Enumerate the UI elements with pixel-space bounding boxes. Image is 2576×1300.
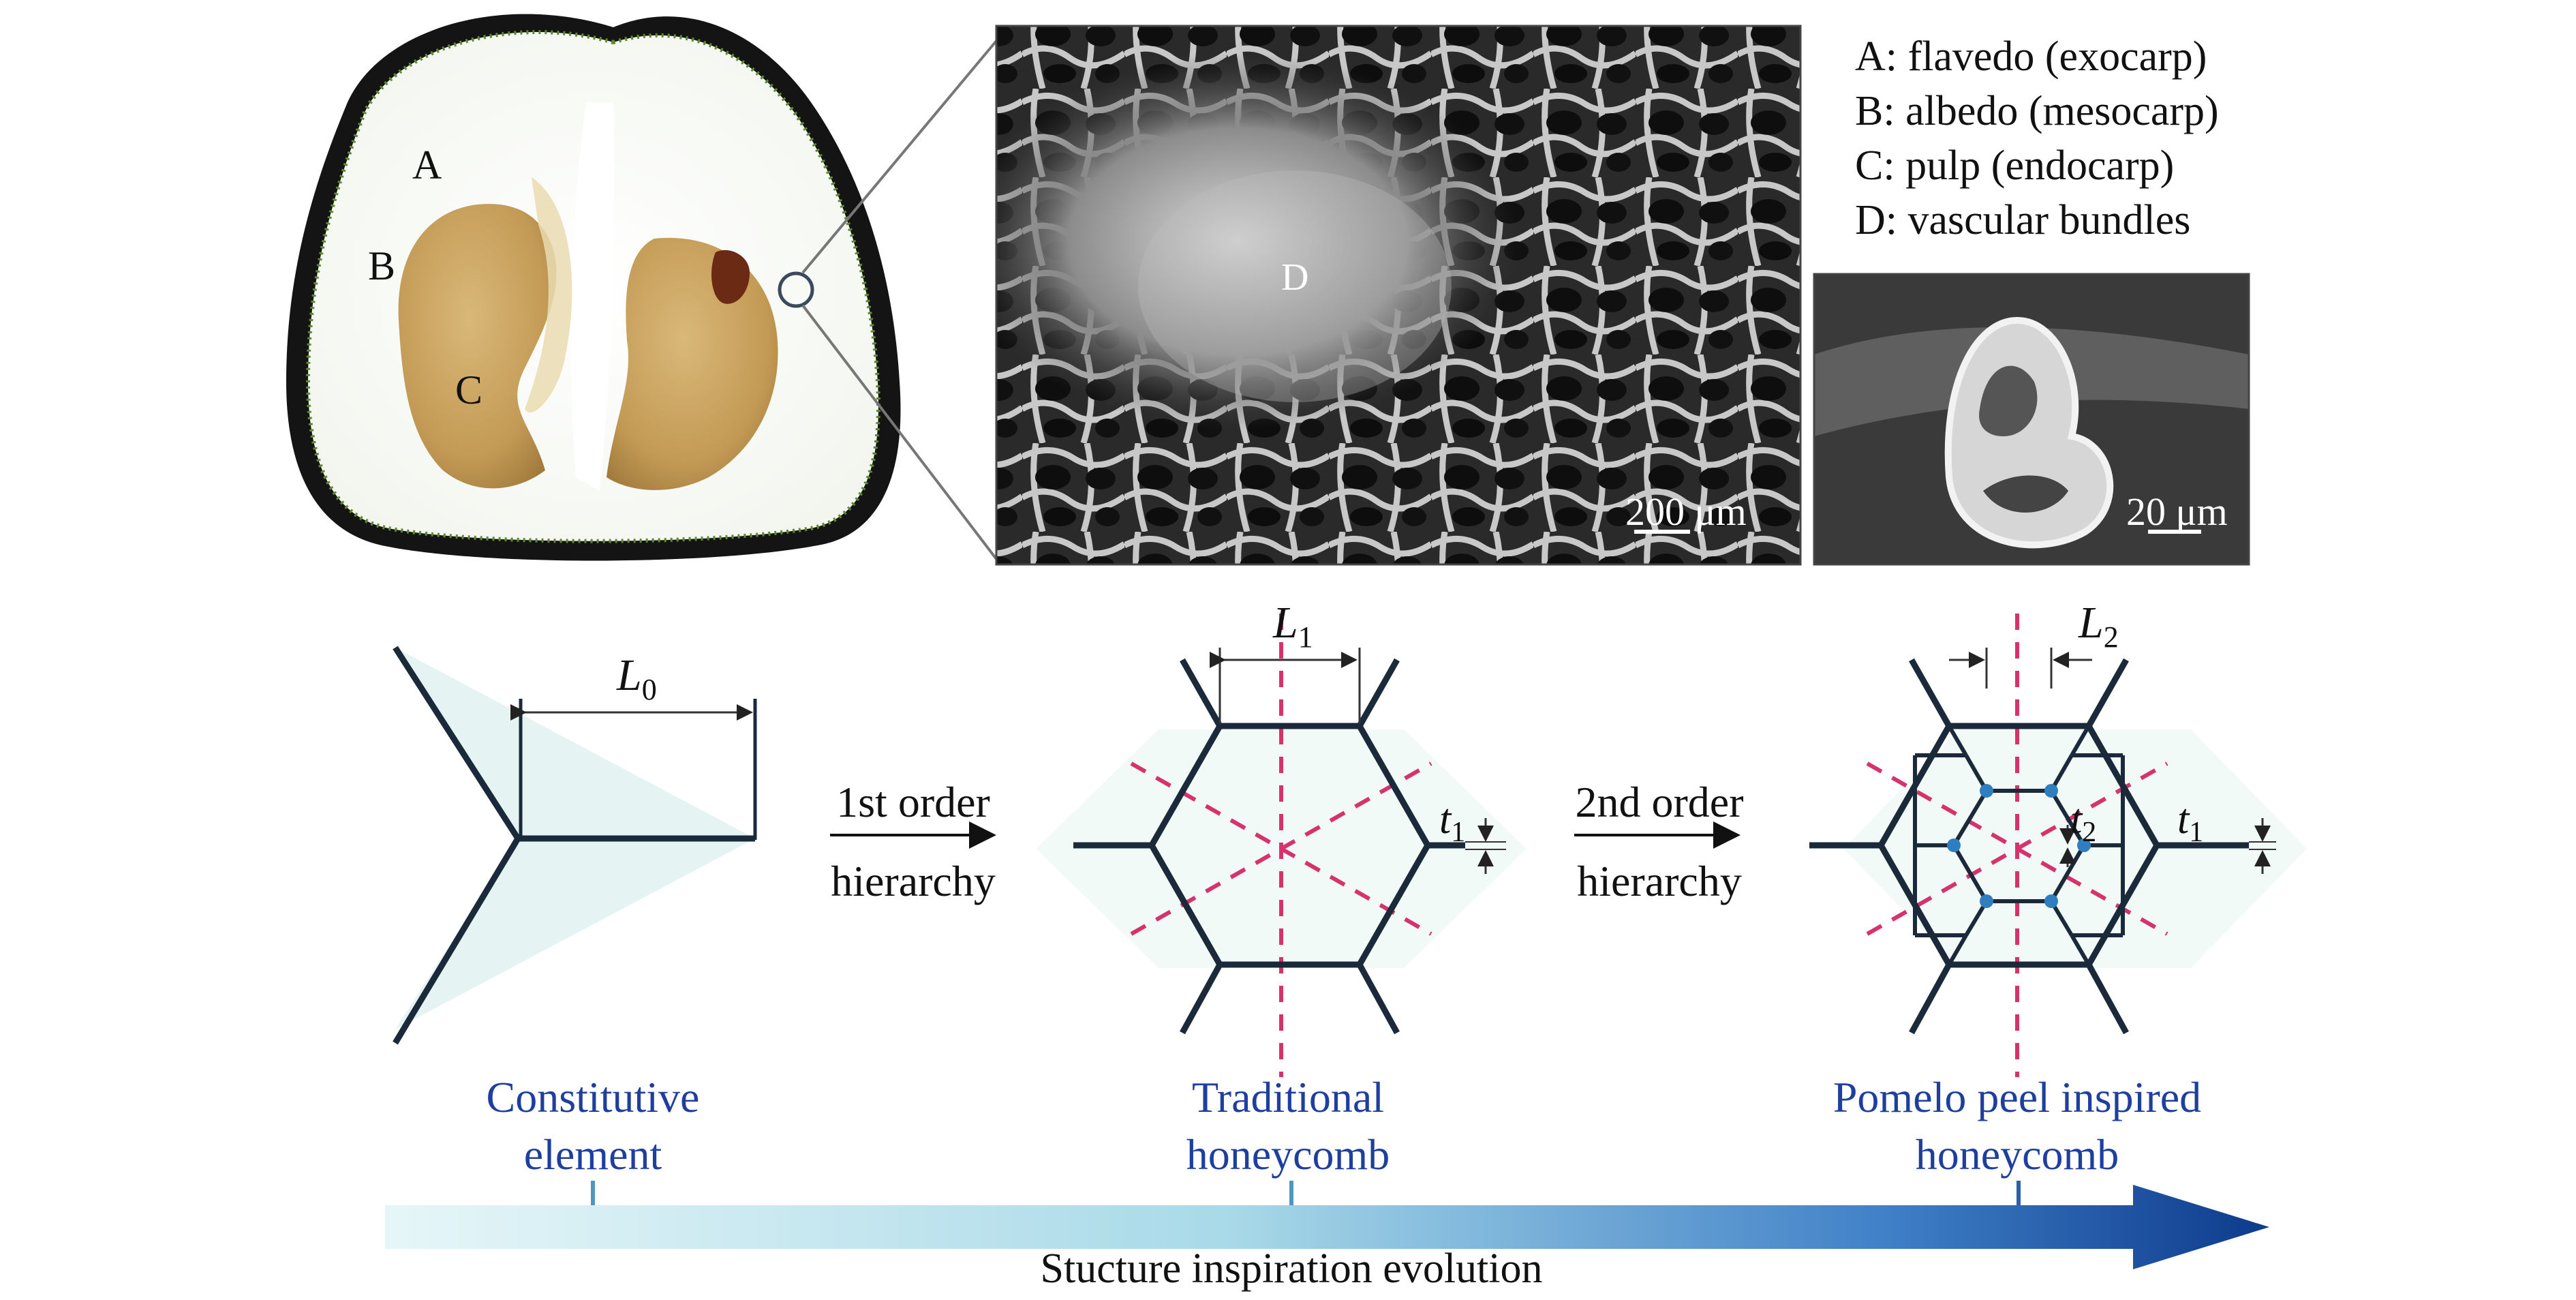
photo-label-c: C [455,367,482,412]
constitutive-element-diagram [393,646,757,1045]
second-hierarchy-label: hierarchy [1577,857,1742,905]
evolution-title: Stucture inspiration evolution [1040,1245,1543,1292]
pomelo-core [570,102,615,491]
legend-flavedo: A: flavedo (exocarp) [1855,33,2207,80]
sem-large-scale-text: 200 μm [1625,489,1747,534]
pomelo-pulp-left [398,204,557,489]
stage-traditional-line2: honeycomb [1186,1130,1390,1179]
photo-label-b: B [368,243,395,288]
stage-traditional-line1: Traditional [1191,1073,1385,1121]
pomelo-cross-section-photo [286,14,901,561]
legend-vascular-bundles: D: vascular bundles [1855,197,2191,243]
first-order-label: 1st order [836,778,990,826]
pomelo-honeycomb-diagram [1809,614,2307,1077]
sem-image-small [1813,273,2250,566]
sem-small-scale-text: 20 μm [2126,489,2228,534]
legend-pulp: C: pulp (endocarp) [1855,142,2175,189]
first-hierarchy-label: hierarchy [831,857,996,905]
magnification-region-marker [778,271,814,308]
t1-pomelo-label: t1 [2177,796,2203,848]
stage-constitutive-line1: Constitutive [486,1073,700,1121]
l1-label: L1 [1272,598,1313,654]
stage-traditional-honeycomb: Traditional honeycomb [1104,1069,1472,1183]
stage-constitutive-element: Constitutive element [409,1069,777,1183]
photo-label-a: A [412,142,442,187]
stage-pomelo-line1: Pomelo peel inspired [1833,1073,2202,1121]
pomelo-pulp-left-segment [525,177,572,413]
l2-label: L2 [2078,598,2119,654]
traditional-honeycomb-diagram [1036,614,1527,1077]
stage-pomelo-line2: honeycomb [1915,1130,2119,1179]
pomelo-seed [711,250,750,304]
sem-label-d: D [1281,256,1308,299]
zoom-line-bottom [801,304,998,560]
second-order-label: 2nd order [1575,778,1744,826]
stage-pomelo-honeycomb: Pomelo peel inspired honeycomb [1772,1069,2263,1183]
t2-label: t2 [2070,796,2096,848]
sem-image-large [995,25,1802,566]
l0-label: L0 [616,650,657,706]
t1-label: t1 [1439,796,1465,848]
legend-albedo: B: albedo (mesocarp) [1855,88,2219,134]
zoom-line-top [801,40,998,274]
stage-constitutive-line2: element [523,1130,662,1179]
evolution-arrow [385,1181,2269,1269]
